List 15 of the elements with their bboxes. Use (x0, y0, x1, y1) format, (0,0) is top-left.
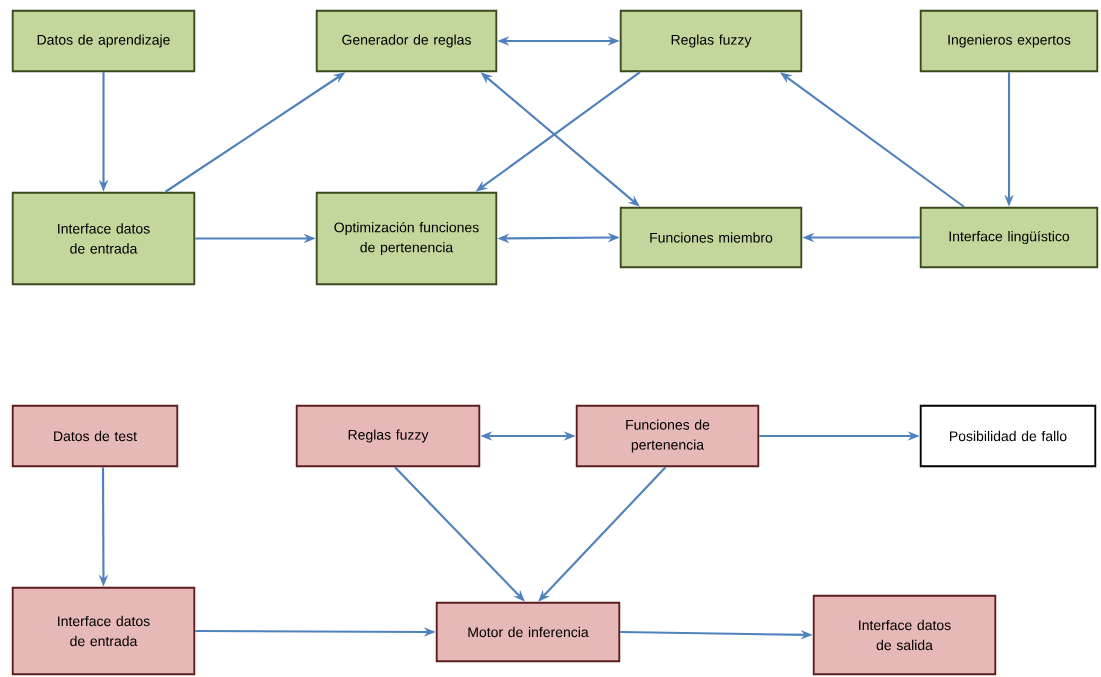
process-box: Interface datos de entrada (11, 191, 196, 286)
process-box: Ingenieros expertos (919, 9, 1099, 73)
process-box: Funciones de pertenencia (575, 404, 760, 468)
process-box: Generador de reglas (315, 9, 498, 73)
process-box: Datos de aprendizaje (11, 9, 196, 73)
process-box: Reglas fuzzy (619, 9, 803, 73)
process-box: Datos de test (11, 404, 179, 468)
process-box: Interface datos de salida (812, 594, 997, 676)
process-box: Optimización funciones de pertenencia (315, 191, 498, 286)
process-box: Posibilidad de fallo (919, 404, 1097, 468)
process-box: Interface lingüístico (919, 206, 1099, 269)
process-box: Funciones miembro (619, 206, 803, 269)
process-box: Interface datos de entrada (11, 586, 196, 676)
process-box: Reglas fuzzy (295, 404, 481, 468)
process-box: Motor de inferencia (435, 601, 621, 663)
